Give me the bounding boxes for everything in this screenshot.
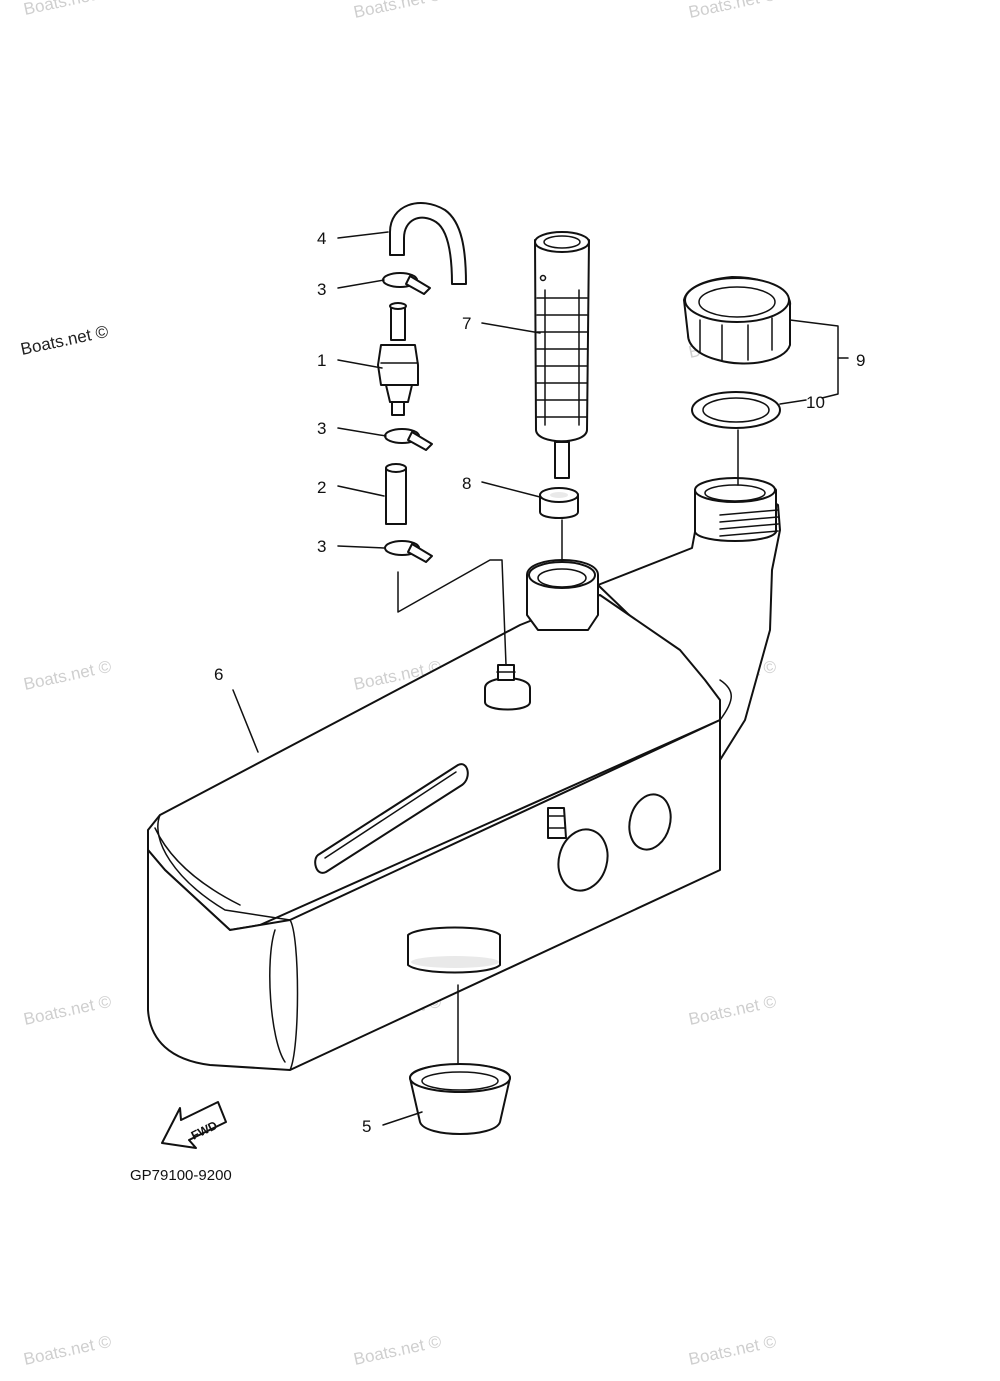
strainer-part-7: [534, 231, 590, 479]
oil-tank-body: [147, 477, 781, 1071]
callout-6: 6: [214, 665, 223, 684]
callout-8: 8: [462, 474, 471, 493]
watermark: Boats.net ©: [687, 992, 779, 1029]
clip-part-3-top: [382, 272, 431, 295]
callout-2: 2: [317, 478, 326, 497]
callout-3: 3: [317, 419, 326, 438]
watermark-prominent: Boats.net ©: [19, 322, 111, 359]
gasket-part-10: [691, 391, 781, 486]
watermark: Boats.net ©: [352, 0, 444, 22]
fwd-arrow-icon: FWD: [161, 1101, 227, 1149]
callouts: 4 3 1 3 2 3 7 8 6 5 9 10: [214, 229, 865, 1136]
cap-part-9: [683, 276, 792, 365]
routing-line: [397, 559, 507, 666]
callout-5: 5: [362, 1117, 371, 1136]
fuel-filter-part-1: [377, 302, 419, 416]
callout-7: 7: [462, 314, 471, 333]
clip-part-3-middle: [384, 428, 433, 451]
watermark: Boats.net ©: [22, 657, 114, 694]
watermark: Boats.net ©: [22, 1332, 114, 1369]
clip-part-3-bottom: [384, 540, 433, 563]
callout-4: 4: [317, 229, 326, 248]
watermark: Boats.net ©: [22, 992, 114, 1029]
watermark: Boats.net ©: [687, 0, 779, 22]
watermark: Boats.net ©: [352, 1332, 444, 1369]
diagram-code: GP79100-9200: [130, 1167, 232, 1184]
hose-part-4: [389, 202, 467, 285]
watermark: Boats.net ©: [687, 1332, 779, 1369]
watermark: Boats.net ©: [22, 0, 114, 19]
callout-3: 3: [317, 537, 326, 556]
collar-part-8: [539, 487, 579, 561]
hose-part-2: [385, 463, 407, 525]
leader-lines: [232, 231, 849, 1126]
callout-9: 9: [856, 351, 865, 370]
callout-10: 10: [806, 393, 825, 412]
grommet-part-5: [409, 984, 511, 1135]
callout-1: 1: [317, 351, 326, 370]
callout-3: 3: [317, 280, 326, 299]
